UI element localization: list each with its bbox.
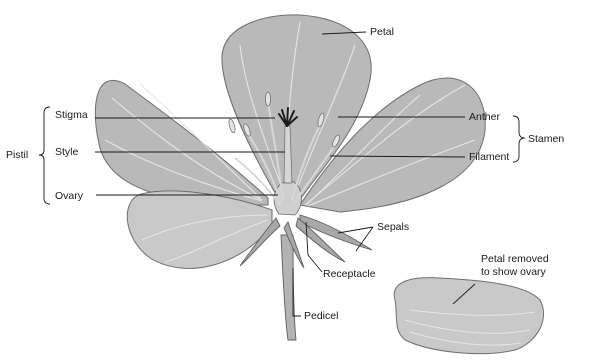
label-receptacle: Receptacle — [323, 268, 376, 280]
label-ovary: Ovary — [55, 190, 84, 202]
label-filament: Filament — [469, 151, 509, 163]
lower-left-petal — [127, 191, 272, 268]
label-sepals: Sepals — [377, 221, 409, 233]
label-petal: Petal — [370, 26, 394, 38]
label-style: Style — [55, 146, 79, 158]
label-petal-removed-line2: to show ovary — [481, 266, 547, 278]
stamen-bracket — [513, 116, 525, 162]
label-stigma: Stigma — [55, 109, 88, 121]
label-pedicel: Pedicel — [304, 310, 338, 322]
label-stamen: Stamen — [528, 133, 564, 145]
label-petal-removed-line1: Petal removed — [481, 253, 549, 265]
label-pistil: Pistil — [6, 149, 28, 161]
pistil-bracket — [39, 107, 50, 204]
pedicel-stem — [281, 235, 296, 340]
label-anther: Anther — [469, 111, 500, 123]
